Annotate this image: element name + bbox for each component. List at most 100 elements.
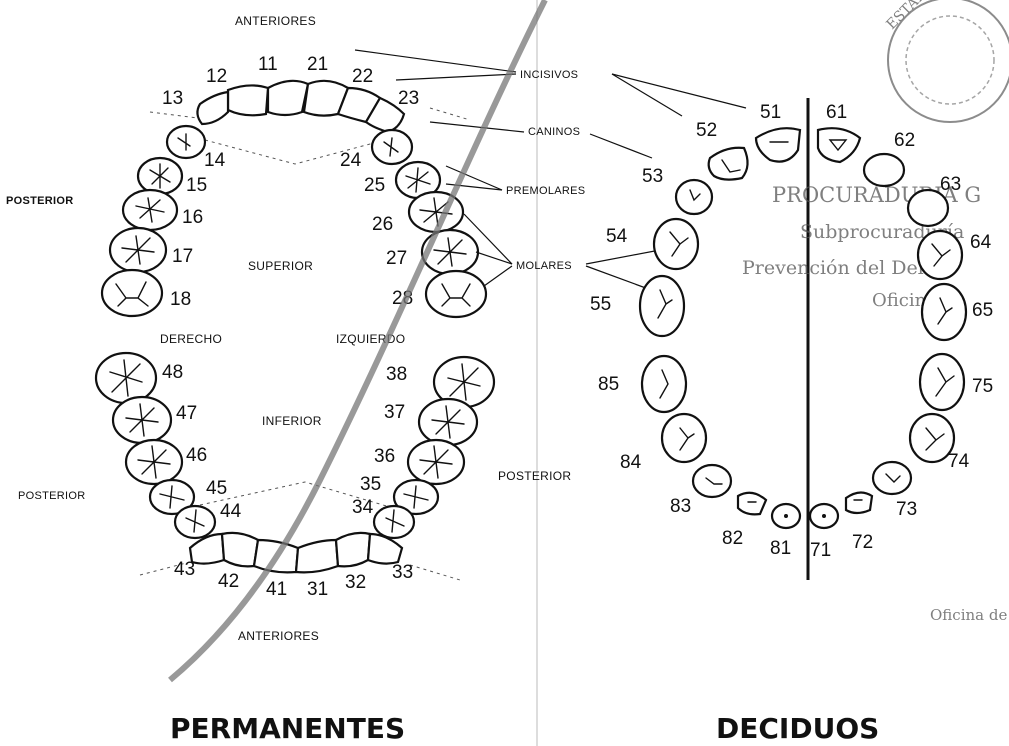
tooth-12 (226, 84, 270, 117)
seal-text: ESTADOS (884, 0, 945, 33)
tooth-47-fissure (125, 403, 159, 437)
tooth-number: 81 (770, 538, 791, 559)
tooth-number: 44 (220, 501, 242, 522)
tooth-number: 47 (176, 403, 197, 424)
arrow (429, 121, 525, 133)
tooth-36-fissure (419, 445, 453, 479)
tooth-84 (660, 412, 708, 464)
permanent-chart: 11 12 13 14 15 16 17 18 21 22 23 24 25 2… (6, 0, 747, 745)
tooth-number: 23 (398, 88, 419, 109)
tooth-42 (220, 531, 260, 568)
tooth-number: 24 (340, 150, 362, 171)
tooth-73-mark (885, 473, 901, 483)
tooth-54-mark (669, 231, 689, 257)
tooth-54 (652, 217, 700, 271)
tooth-number: 42 (218, 571, 239, 592)
tooth-14-fissure (177, 133, 191, 151)
guide-line (199, 481, 401, 511)
tooth-number: 15 (186, 175, 207, 196)
tooth-75-mark (935, 367, 955, 397)
tooth-number: 36 (374, 446, 395, 467)
tooth-13 (196, 90, 230, 126)
tooth-number: 33 (392, 562, 413, 583)
seal-inner (905, 15, 995, 105)
tooth-number: 83 (670, 496, 691, 517)
tooth-number: 16 (182, 207, 203, 228)
tooth-83-mark (705, 477, 723, 485)
tooth-number: 73 (896, 499, 917, 520)
title-deciduos: DECIDUOS (716, 712, 879, 745)
tooth-55-mark (657, 289, 673, 319)
label-posterior-right: POSTERIOR (498, 469, 571, 483)
guide-line (149, 111, 199, 119)
tooth-63 (906, 188, 950, 228)
arrow (611, 73, 747, 109)
tooth-number: 35 (360, 474, 381, 495)
tooth-53-mark (689, 189, 701, 202)
tooth-51 (754, 127, 802, 163)
tooth-31 (294, 538, 340, 574)
tooth-73 (871, 460, 913, 496)
label-derecho: DERECHO (160, 332, 222, 346)
tooth-number: 31 (307, 579, 328, 600)
tooth-number: 26 (372, 214, 393, 235)
tooth-85-mark (659, 369, 669, 399)
label-molares: MOLARES (516, 260, 572, 272)
tooth-number: 32 (345, 572, 366, 593)
tooth-number: 43 (174, 559, 195, 580)
label-posterior-lower: POSTERIOR (18, 490, 86, 502)
tooth-number: 21 (307, 54, 328, 75)
tooth-37-fissure (431, 405, 465, 439)
tooth-number: 14 (204, 150, 226, 171)
arrow (611, 73, 683, 117)
tooth-number: 12 (206, 66, 227, 87)
tooth-65 (920, 282, 968, 342)
tooth-74 (908, 412, 956, 464)
tooth-28 (424, 269, 488, 319)
tooth-74-mark (925, 427, 945, 451)
tooth-61-mark (828, 139, 848, 152)
label-premolares: PREMOLARES (506, 185, 585, 197)
tooth-number: 72 (852, 532, 873, 553)
stamp-line-4: Oficina (872, 290, 937, 311)
tooth-number: 55 (590, 294, 611, 315)
guide-line (204, 139, 386, 165)
tooth-44-fissure (185, 509, 205, 533)
tooth-84-mark (679, 427, 695, 451)
arrow (483, 265, 513, 287)
arrow (445, 165, 503, 191)
tooth-number: 61 (826, 102, 847, 123)
label-posterior-upper: POSTERIOR (6, 195, 74, 207)
tooth-33 (366, 532, 404, 565)
stamp-line-3: Prevención del Deli (742, 257, 930, 279)
tooth-number: 54 (606, 226, 628, 247)
arrow (475, 251, 513, 265)
tooth-number: 85 (598, 374, 619, 395)
tooth-55 (638, 274, 686, 338)
official-stamp: ESTADOS PROCURADURIA G Subprocuraduría P… (742, 0, 1009, 624)
tooth-number: 22 (352, 66, 373, 87)
deciduous-chart: ESTADOS PROCURADURIA G Subprocuraduría P… (590, 0, 1009, 745)
label-incisivos: INCISIVOS (520, 69, 578, 81)
tooth-15-fissure (149, 163, 171, 189)
tooth-25-fissure (405, 167, 431, 193)
tooth-32 (334, 531, 372, 568)
label-superior: SUPERIOR (248, 259, 313, 273)
tooth-64 (916, 229, 964, 281)
tooth-number: 45 (206, 478, 227, 499)
tooth-71-mark (822, 514, 826, 518)
tooth-number: 25 (364, 175, 385, 196)
tooth-number: 34 (352, 497, 374, 518)
tooth-45-fissure (159, 485, 185, 509)
arrow (395, 73, 517, 81)
label-caninos: CANINOS (528, 126, 580, 138)
tooth-number: 17 (172, 246, 193, 267)
tooth-46-fissure (137, 445, 171, 479)
tooth-52-mark (721, 159, 741, 173)
tooth-number: 64 (970, 232, 992, 253)
tooth-16-fissure (135, 197, 165, 223)
label-anteriores-bottom: ANTERIORES (238, 629, 319, 643)
tooth-65-mark (937, 297, 953, 325)
tooth-82 (736, 491, 768, 516)
